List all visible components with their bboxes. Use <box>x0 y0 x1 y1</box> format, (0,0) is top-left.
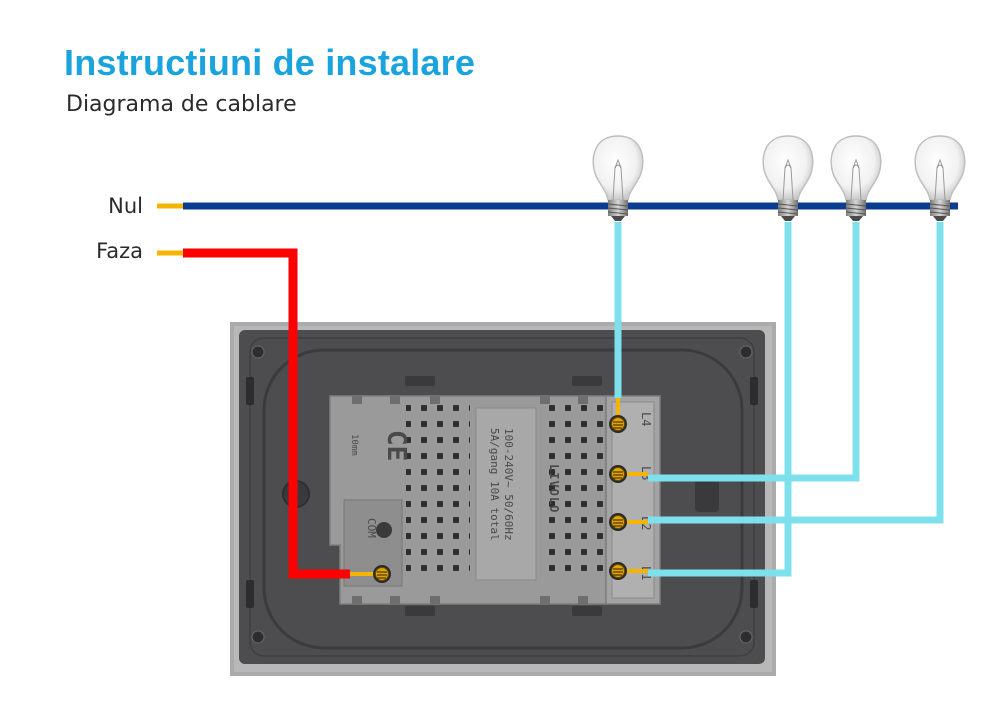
page-subtitle: Diagrama de cablare <box>66 92 297 117</box>
terminal-label-l4: L4 <box>639 412 653 426</box>
page-title: Instructiuni de instalare <box>64 42 476 83</box>
l2-screw-terminal-icon <box>608 512 628 532</box>
load-wire-copper <box>616 398 648 573</box>
l3-screw-terminal-icon <box>608 464 628 484</box>
load-wires <box>614 222 944 577</box>
brand-logo: LIVOLO <box>547 464 561 513</box>
load-wire-l2 <box>648 222 944 524</box>
load-wire-l3 <box>648 222 860 482</box>
load-wire-l1 <box>648 222 792 577</box>
ce-mark: CE <box>381 430 411 461</box>
rating-line-1: 100-240V~ 50/60Hz <box>502 428 515 541</box>
l4-screw-terminal-icon <box>608 414 628 434</box>
phase-wire <box>183 248 350 579</box>
com-hole <box>376 522 392 538</box>
power-module <box>329 395 661 605</box>
rating-line-2: 5A/gang 10A total <box>488 428 501 541</box>
phase-wire-label: Faza <box>96 239 143 263</box>
com-screw-terminal-icon <box>372 564 392 584</box>
com-label: COM <box>365 518 378 538</box>
l1-screw-terminal-icon <box>608 561 628 581</box>
strip-length-mark: 10mm <box>349 434 359 456</box>
neutral-wire-label: Nul <box>108 194 143 218</box>
back-plate <box>246 337 758 657</box>
